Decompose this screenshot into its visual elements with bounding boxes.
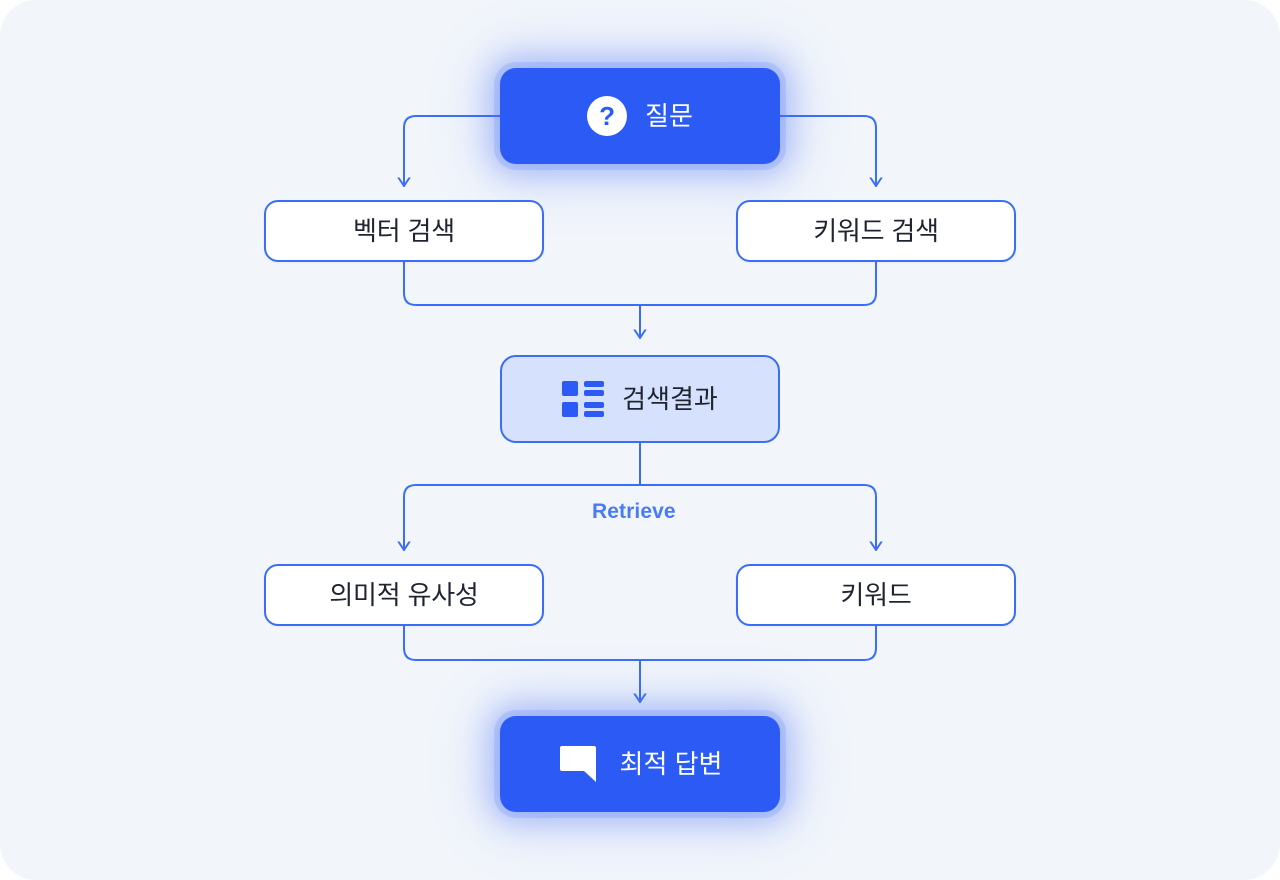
edge-question-to-vector: [404, 115, 501, 187]
edge-keyword-to-merge2: [639, 625, 877, 661]
node-semantic-similarity[interactable]: 의미적 유사성: [264, 564, 544, 626]
node-best-answer[interactable]: 최적 답변: [500, 716, 780, 812]
edge-vector-to-merge: [403, 261, 641, 306]
node-semantic-similarity-label: 의미적 유사성: [329, 580, 479, 610]
node-best-answer-label: 최적 답변: [619, 749, 723, 779]
node-keyword[interactable]: 키워드: [736, 564, 1016, 626]
node-question-label: 질문: [645, 101, 693, 131]
node-search-result[interactable]: 검색결과: [500, 355, 780, 443]
edge-keyword-to-merge: [639, 261, 877, 306]
edge-semantic-to-merge: [403, 625, 641, 661]
node-keyword-search[interactable]: 키워드 검색: [736, 200, 1016, 262]
list-view-icon: [562, 381, 605, 417]
question-mark-circle-icon: ?: [587, 96, 628, 136]
node-search-result-label: 검색결과: [622, 384, 718, 414]
edge-question-to-keyword: [779, 115, 876, 187]
speech-bubble-icon: [558, 744, 602, 784]
node-keyword-label: 키워드: [840, 580, 912, 610]
node-vector-search[interactable]: 벡터 검색: [264, 200, 544, 262]
node-keyword-search-label: 키워드 검색: [813, 216, 939, 246]
edge-label-retrieve: Retrieve: [592, 500, 676, 523]
node-question[interactable]: ? 질문: [500, 68, 780, 164]
node-vector-search-label: 벡터 검색: [353, 216, 455, 246]
